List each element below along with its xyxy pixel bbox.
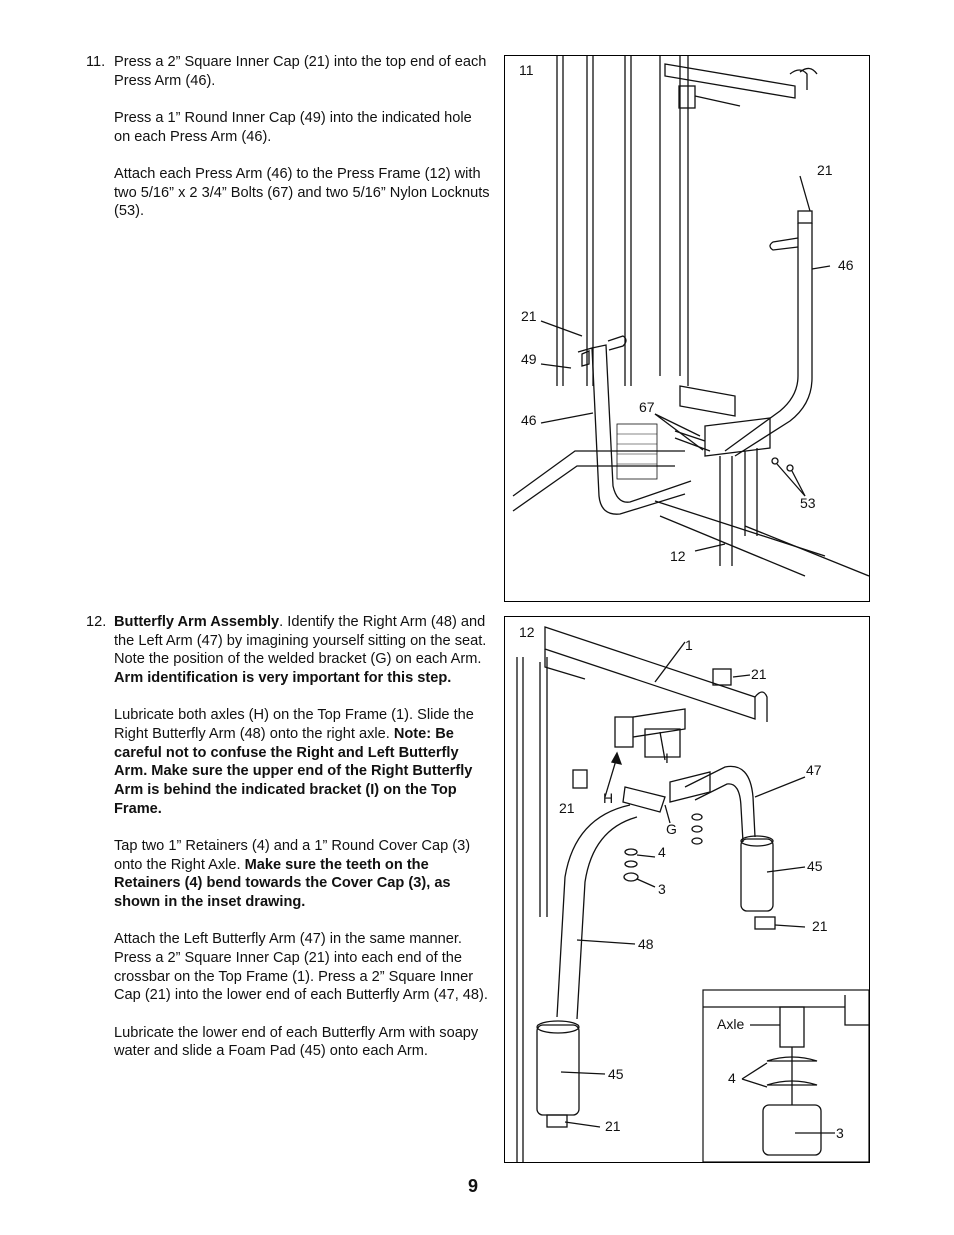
callout-45: 45 bbox=[608, 1066, 624, 1082]
callout-46: 46 bbox=[838, 257, 854, 273]
figure-step-label: 12 bbox=[519, 624, 535, 640]
callout-H: H bbox=[603, 790, 613, 806]
inset-callout-4: 4 bbox=[728, 1070, 736, 1086]
callout-49: 49 bbox=[521, 351, 537, 367]
callout-48: 48 bbox=[638, 936, 654, 952]
callout-1: 1 bbox=[685, 637, 693, 653]
figure-step-11: 11 21 46 21 49 46 67 53 12 bbox=[504, 55, 870, 602]
callout-21: 21 bbox=[559, 800, 575, 816]
callout-21: 21 bbox=[817, 162, 833, 178]
step-11-paragraph-1: Press a 2” Square Inner Cap (21) into th… bbox=[114, 54, 487, 89]
inset-callout-3: 3 bbox=[836, 1125, 844, 1141]
callout-21: 21 bbox=[521, 308, 537, 324]
callout-47: 47 bbox=[806, 762, 822, 778]
step-12-instructions: 12. Butterfly Arm Assembly. Identify the… bbox=[86, 613, 490, 1080]
callout-3: 3 bbox=[658, 881, 666, 897]
step-12-paragraph-4: Attach the Left Butterfly Arm (47) in th… bbox=[114, 931, 488, 1004]
callout-21: 21 bbox=[605, 1118, 621, 1134]
step-12-paragraph-5: Lubricate the lower end of each Butterfl… bbox=[114, 1024, 479, 1060]
callout-12: 12 bbox=[670, 548, 686, 564]
callout-67: 67 bbox=[639, 399, 655, 415]
retainer-note: Make sure the teeth on the Retainers (4)… bbox=[114, 856, 451, 911]
butterfly-arm-diagram: 12 1 21 47 21 H I G 4 3 45 21 48 45 21 A… bbox=[516, 624, 869, 1162]
step-11-instructions: 11. Press a 2” Square Inner Cap (21) int… bbox=[86, 53, 490, 239]
press-arm-diagram: 11 21 46 21 49 46 67 53 12 bbox=[512, 56, 869, 577]
callout-I: I bbox=[665, 750, 669, 766]
page-number: 9 bbox=[468, 1176, 479, 1196]
step-11-paragraph-3: Attach each Press Arm (46) to the Press … bbox=[114, 165, 490, 220]
step-12-paragraph-1: Butterfly Arm Assembly. Identify the Rig… bbox=[114, 614, 487, 687]
inset-callout-axle: Axle bbox=[717, 1016, 744, 1032]
callout-4: 4 bbox=[658, 844, 666, 860]
important-note: Arm identification is very important for… bbox=[114, 670, 452, 687]
step-12-paragraph-3: Tap two 1” Retainers (4) and a 1” Round … bbox=[114, 838, 471, 911]
section-heading: Butterfly Arm Assembly bbox=[114, 614, 280, 630]
callout-45: 45 bbox=[807, 858, 823, 874]
step-11-paragraph-2: Press a 1” Round Inner Cap (49) into the… bbox=[114, 109, 472, 145]
callout-53: 53 bbox=[800, 495, 816, 511]
figure-step-12: 12 1 21 47 21 H I G 4 3 45 21 48 45 21 A… bbox=[504, 616, 870, 1163]
callout-21: 21 bbox=[751, 666, 767, 682]
callout-G: G bbox=[666, 821, 677, 837]
warning-note: Note: Be careful not to confuse the Righ… bbox=[114, 726, 473, 817]
step-12-paragraph-2: Lubricate both axles (H) on the Top Fram… bbox=[114, 707, 474, 817]
callout-21: 21 bbox=[812, 918, 828, 934]
callout-46: 46 bbox=[521, 412, 537, 428]
figure-step-label: 11 bbox=[519, 62, 534, 78]
step-number: 11. bbox=[86, 54, 106, 70]
step-number: 12. bbox=[86, 614, 107, 630]
